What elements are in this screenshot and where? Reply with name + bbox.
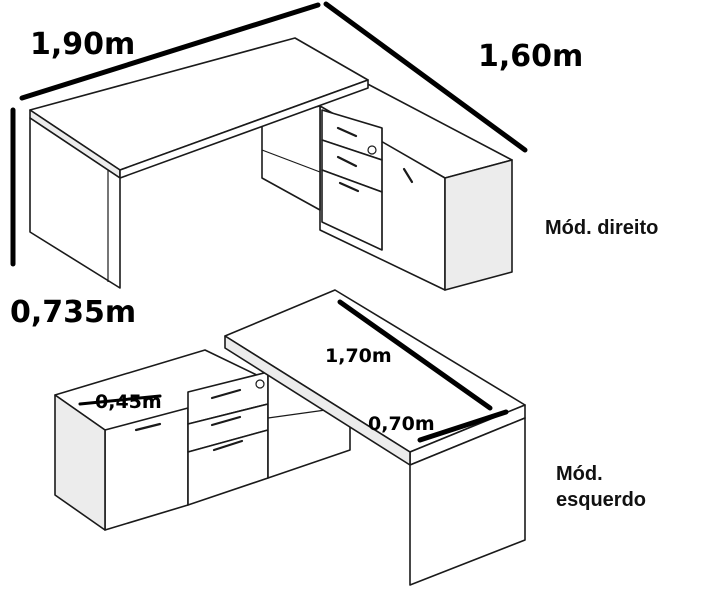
top-desk xyxy=(29,37,513,291)
dim-line-depth-bottom xyxy=(78,394,162,406)
label-left-module-line2: esquerdo xyxy=(556,489,647,511)
top-cabinet-side xyxy=(444,159,513,291)
dim-depth-bottom: 0,45m xyxy=(95,391,162,413)
dim-width-bottom: 0,70m xyxy=(368,413,435,435)
bottom-desk xyxy=(54,289,526,586)
label-right-module: Mód. direito xyxy=(545,217,659,239)
dim-line-depth-top xyxy=(323,1,528,153)
top-panel-leg xyxy=(29,117,121,289)
top-desktop-edge-front xyxy=(119,79,369,179)
dim-line-width-bottom xyxy=(417,409,509,443)
dim-line-length-bottom xyxy=(337,299,493,411)
dim-length-bottom: 1,70m xyxy=(325,345,392,367)
bottom-cabinet-side xyxy=(54,394,106,531)
label-left-module-line1: Mód. xyxy=(556,463,603,485)
bottom-panel-leg xyxy=(409,417,526,586)
dim-height: 0,735m xyxy=(10,295,136,330)
dim-line-width-top xyxy=(19,2,321,101)
dim-width-top: 1,90m xyxy=(30,27,135,62)
dim-depth-top: 1,60m xyxy=(478,39,583,74)
